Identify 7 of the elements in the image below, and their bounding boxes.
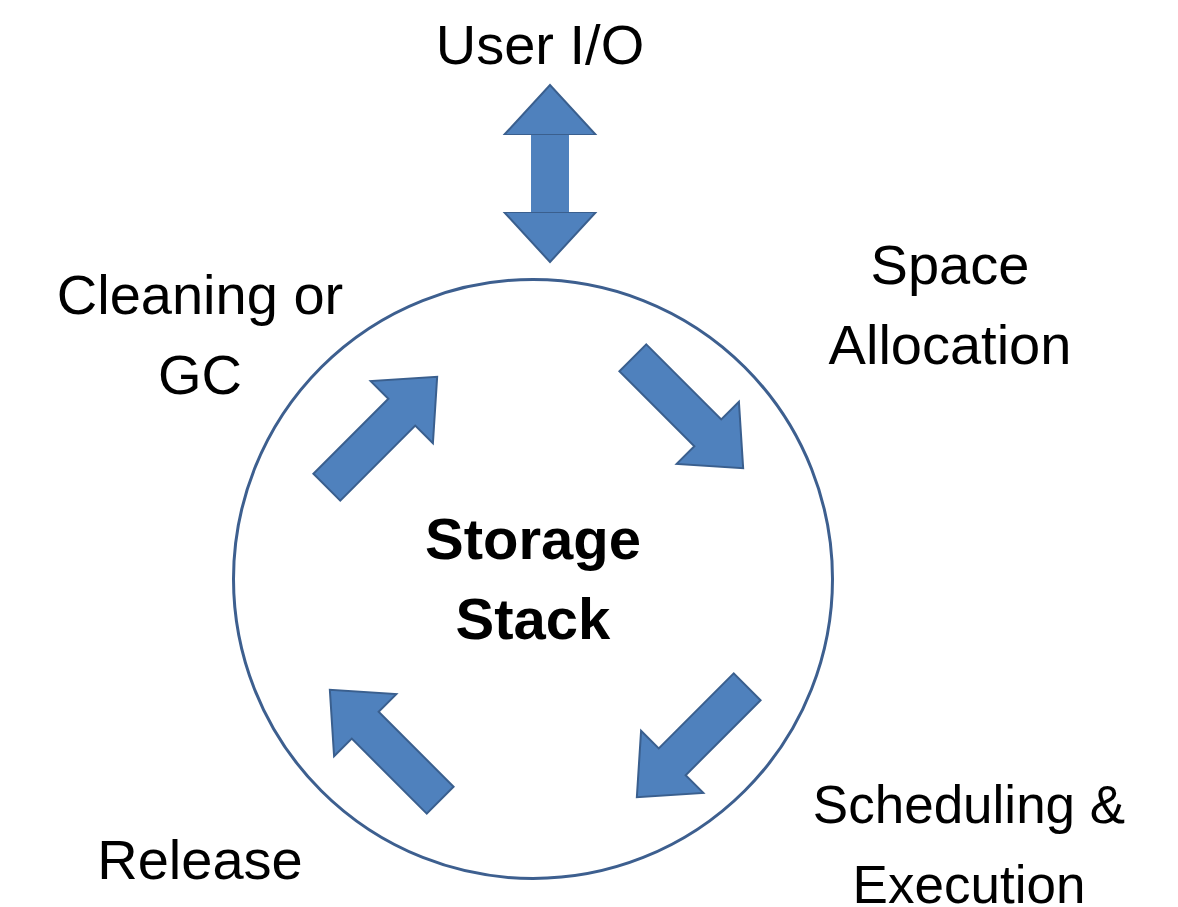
stage-label: Cleaning or GC — [55, 262, 345, 408]
stage-label: Scheduling & Execution — [811, 774, 1127, 907]
stage-label: User I/O — [434, 12, 646, 78]
stage-label: Space Allocation — [827, 232, 1073, 378]
stage-label: Release — [96, 827, 304, 893]
double-arrow — [503, 84, 597, 263]
center-label: Storage Stack — [424, 505, 642, 653]
